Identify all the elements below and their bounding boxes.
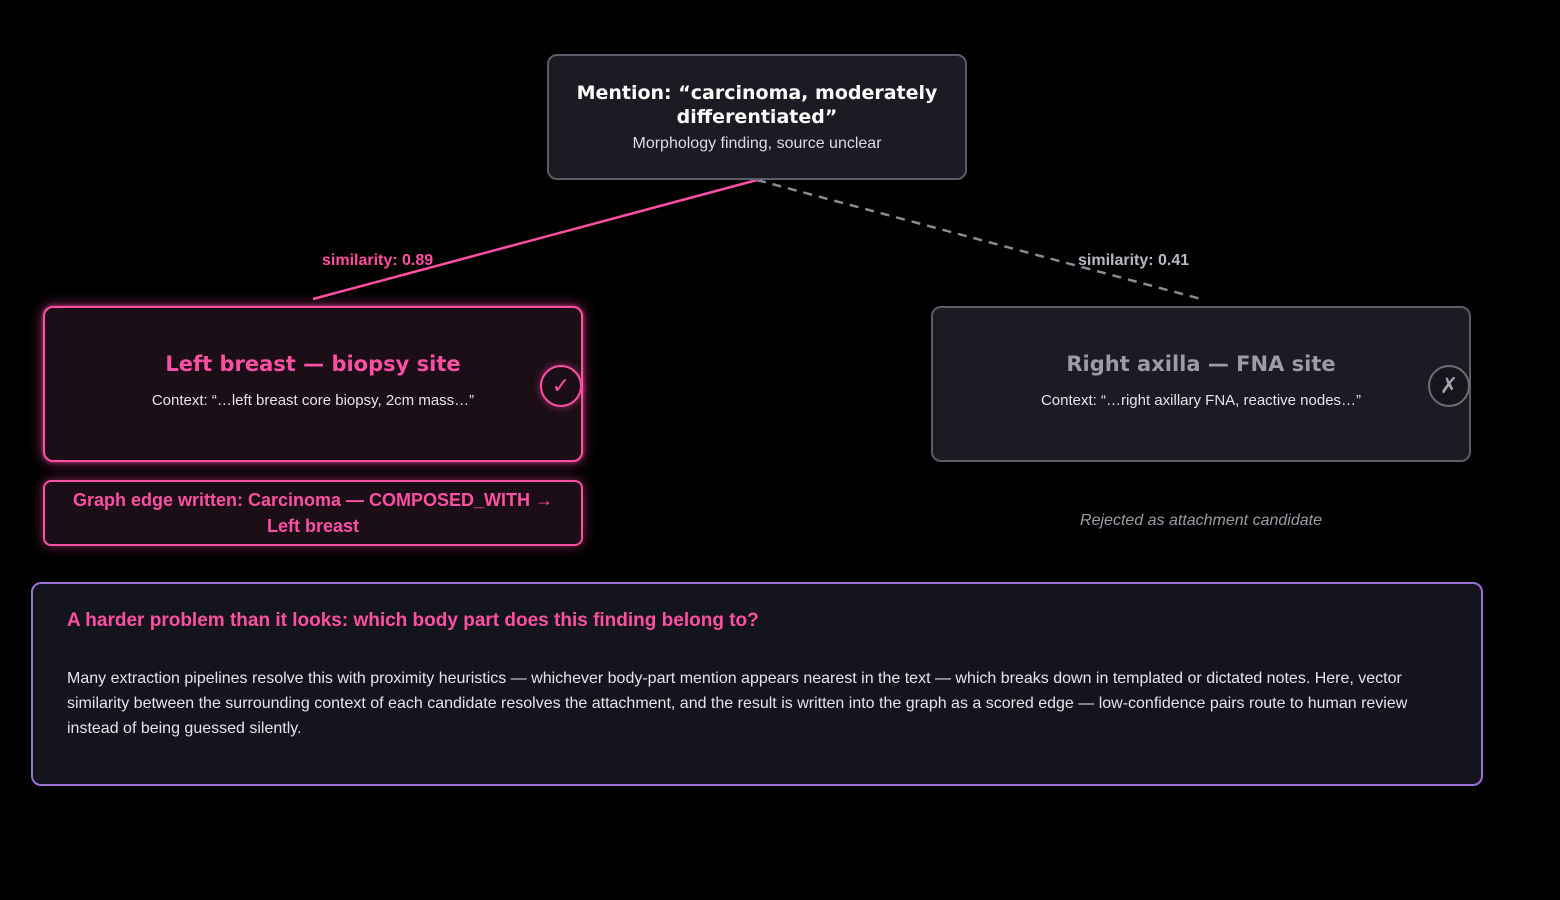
mention-title: Mention: “carcinoma, moderately differen…	[576, 82, 938, 128]
candidate-title: Right axilla — FNA site	[1066, 351, 1336, 376]
explanation-body: Many extraction pipelines resolve this w…	[67, 670, 1408, 737]
explanation-title: A harder problem than it looks: which bo…	[67, 610, 759, 631]
check-icon: ✓	[540, 365, 582, 407]
similarity-label-right: similarity: 0.41	[1078, 252, 1190, 269]
graph-edge-written-box: Graph edge written: Carcinoma — COMPOSED…	[43, 480, 583, 546]
accepted-link-line	[312, 178, 758, 301]
mention-subtitle: Morphology finding, source unclear	[632, 135, 882, 152]
candidate-node-left-breast: Left breast — biopsy site Context: “…lef…	[43, 306, 583, 462]
cross-icon: ✗	[1428, 365, 1470, 407]
rejected-note: Rejected as attachment candidate	[1080, 512, 1322, 529]
candidate-context: Context: “…left breast core biopsy, 2cm …	[151, 391, 475, 409]
candidate-node-right-axilla: Right axilla — FNA site Context: “…right…	[931, 306, 1471, 462]
candidate-title: Left breast — biopsy site	[165, 351, 461, 376]
explanation-panel: A harder problem than it looks: which bo…	[31, 582, 1483, 786]
similarity-label-left: similarity: 0.89	[322, 252, 434, 269]
rejected-link-line	[756, 178, 1202, 301]
mention-node: Mention: “carcinoma, moderately differen…	[547, 54, 967, 180]
candidate-context: Context: “…right axillary FNA, reactive …	[1040, 391, 1362, 409]
